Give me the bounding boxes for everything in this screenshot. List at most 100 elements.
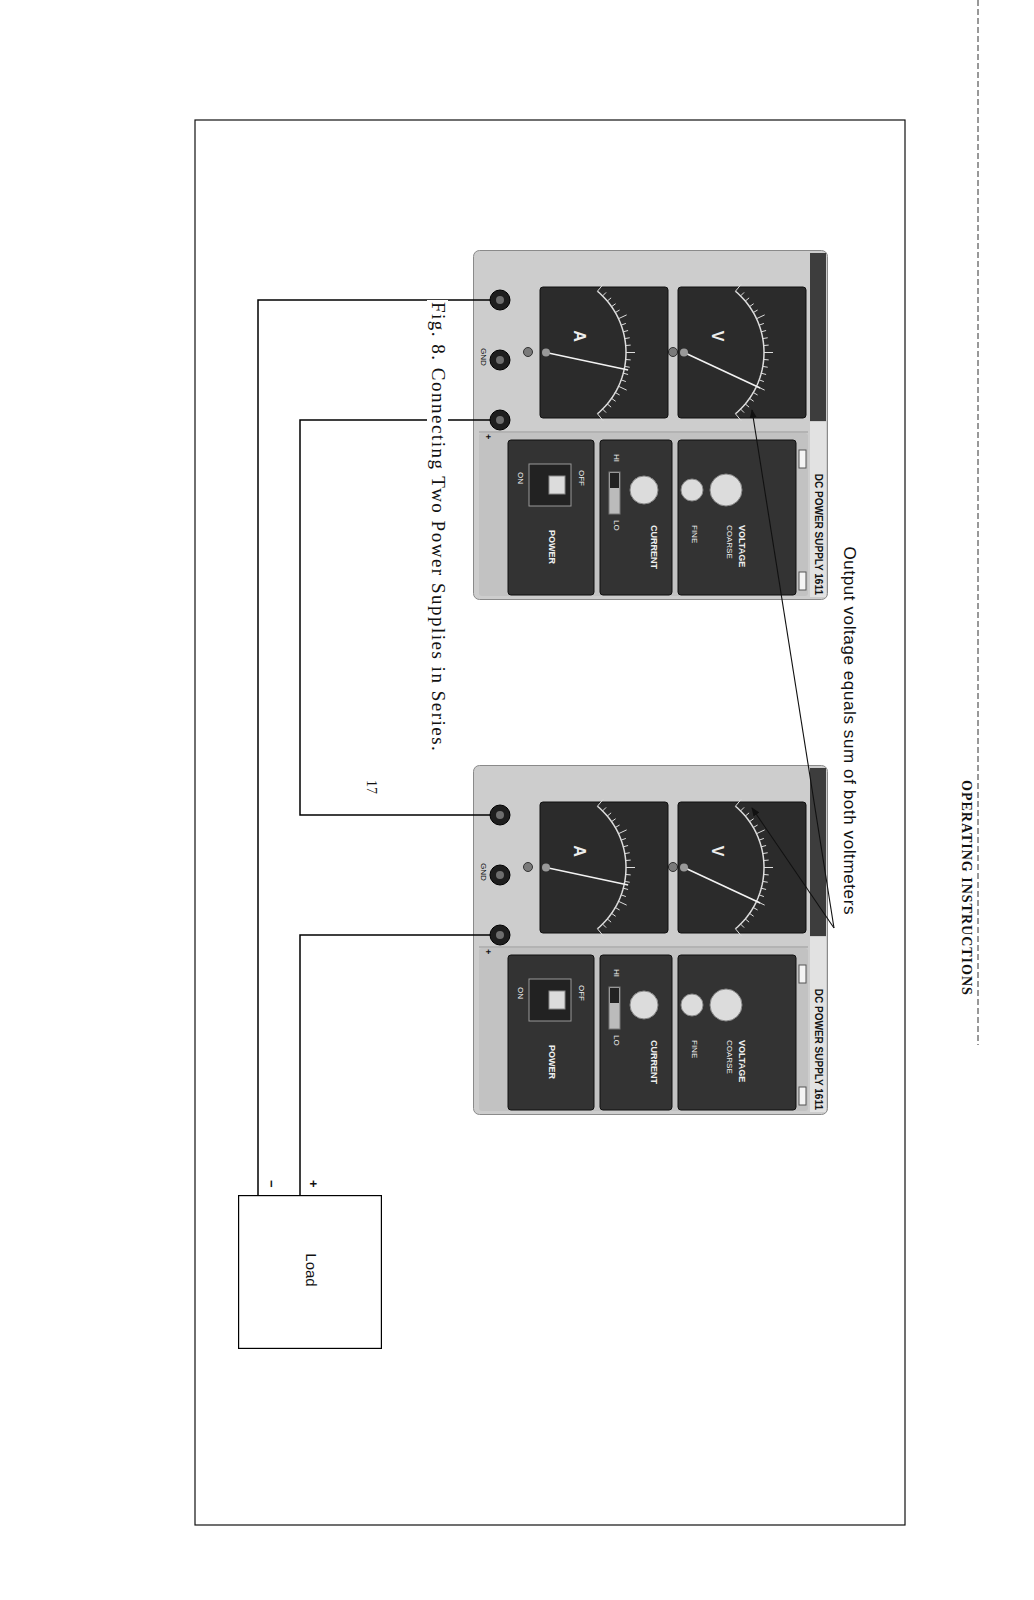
switch-housing — [529, 979, 571, 1021]
terminal-label: + — [482, 949, 492, 954]
power-switch-panel: POWEROFFON — [508, 440, 594, 595]
scale-tick — [603, 924, 607, 928]
range-slider — [610, 988, 619, 1003]
meter-scale — [735, 806, 764, 929]
node-shape — [600, 440, 672, 595]
switch-label: ON — [515, 472, 524, 484]
scale-tick — [764, 352, 773, 353]
header-rule — [978, 0, 979, 1045]
series-wire — [258, 300, 473, 1195]
scale-tick — [603, 292, 607, 296]
node-shape — [508, 955, 594, 1110]
meter-unit: A — [570, 836, 588, 866]
scale-tick — [623, 846, 628, 847]
power-switch-panel: POWEROFFON — [508, 955, 594, 1110]
scale-tick — [745, 404, 749, 407]
node-shape — [678, 440, 796, 595]
meter-needle — [546, 353, 628, 370]
model-title: DC POWER SUPPLY 1611 — [813, 425, 824, 595]
panel-divider — [479, 432, 808, 433]
meter-face — [678, 287, 806, 418]
scale-tick — [759, 838, 764, 840]
scale-tick — [626, 359, 631, 360]
figure-border — [195, 120, 905, 1525]
polarity-mark: − — [264, 1180, 278, 1188]
scale-tick — [621, 380, 626, 382]
node-shape — [678, 802, 806, 933]
scale-tick — [615, 825, 619, 828]
switch-label: HI — [611, 969, 620, 977]
load-outline — [239, 1196, 382, 1349]
switch-label: ON — [515, 987, 524, 999]
scale-tick — [745, 298, 749, 301]
zero-adjust-screw — [524, 348, 533, 357]
meter-scale — [597, 291, 626, 414]
toggle-switch — [549, 991, 565, 1009]
fine-knob — [681, 994, 703, 1016]
scale-tick — [761, 373, 766, 374]
binding-post-hole — [496, 296, 504, 304]
scale-tick — [621, 895, 626, 897]
panel-face — [474, 766, 828, 1115]
scale-tick — [625, 881, 630, 883]
scale-tick — [757, 830, 765, 834]
page-number: 17 — [364, 780, 379, 794]
switch-label: OFF — [576, 985, 585, 1001]
wire-stub — [473, 814, 492, 816]
control-plate — [600, 955, 672, 1110]
binding-post — [490, 350, 510, 370]
range-switch — [609, 472, 620, 514]
meter-needle — [684, 868, 760, 903]
binding-post-hole — [496, 871, 504, 879]
scale-tick — [763, 881, 768, 883]
load-label: Load — [303, 1195, 320, 1345]
switch-label: OFF — [576, 470, 585, 486]
range-lamp — [799, 572, 806, 590]
series-wire — [300, 935, 473, 1195]
scale-tick — [607, 813, 611, 816]
scale-tick — [621, 323, 626, 325]
scale-tick — [603, 409, 607, 413]
control-title: CURRENT — [648, 525, 658, 569]
node-shape — [508, 440, 594, 595]
range-lamp — [799, 450, 806, 468]
zero-adjust-screw — [669, 348, 678, 357]
scale-tick — [759, 895, 764, 897]
needle-pivot — [680, 864, 688, 872]
scale-tick — [735, 414, 741, 421]
knob-label: COARSE — [724, 525, 733, 559]
binding-post-hole — [496, 356, 504, 364]
control-column — [479, 948, 808, 1111]
meter-unit: V — [708, 321, 726, 351]
running-header: OPERATING INSTRUCTIONS — [959, 780, 974, 996]
scale-tick — [615, 310, 619, 313]
scale-tick — [621, 838, 626, 840]
title-band — [810, 768, 826, 936]
scale-tick — [750, 304, 754, 307]
scale-tick — [623, 888, 628, 889]
current-control-panel: CURRENTHILO — [600, 955, 672, 1110]
range-lamp — [799, 1087, 806, 1105]
meter-needle — [546, 868, 628, 885]
scale-tick — [741, 409, 745, 413]
zero-adjust-screw — [669, 863, 678, 872]
knob-label: FINE — [689, 1040, 698, 1058]
knob-label: COARSE — [724, 1040, 733, 1074]
figure-caption: Fig. 8. Connecting Two Power Supplies in… — [427, 300, 448, 754]
scale-tick — [626, 345, 631, 346]
scale-tick — [623, 373, 628, 374]
control-title: VOLTAGE — [736, 525, 746, 567]
scale-tick — [597, 929, 603, 936]
control-plate — [508, 955, 594, 1110]
binding-post — [490, 410, 510, 430]
wire-stub — [473, 934, 492, 936]
panel-face — [474, 251, 828, 600]
voltage-control-panel: VOLTAGECOARSEFINE — [678, 955, 796, 1110]
scale-tick — [741, 292, 745, 296]
wire-group — [258, 300, 473, 1195]
scale-tick — [597, 284, 603, 291]
scale-tick — [626, 860, 631, 861]
binding-post — [490, 290, 510, 310]
scale-tick — [735, 284, 741, 291]
ammeter: A — [540, 287, 668, 418]
